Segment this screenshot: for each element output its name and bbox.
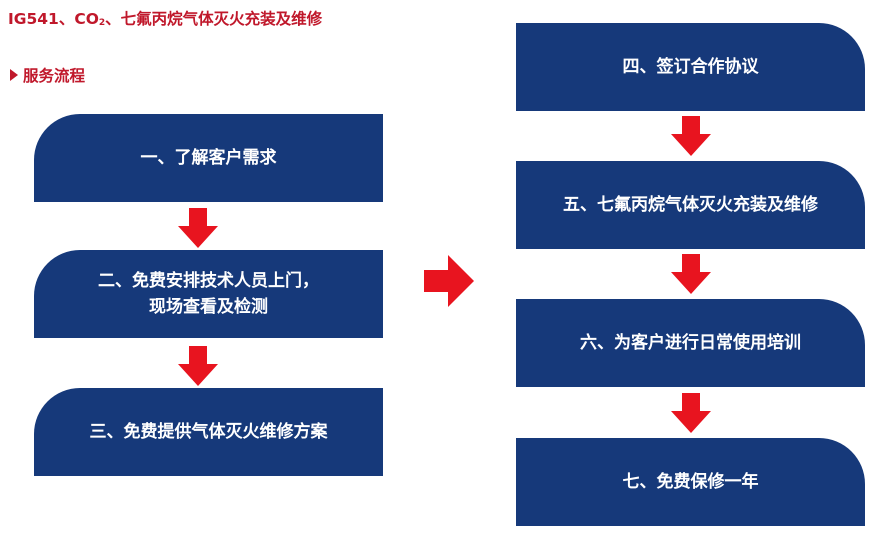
arrow-down-icon <box>671 393 711 433</box>
step-5-box: 五、七氟丙烷气体灭火充装及维修 <box>516 161 865 249</box>
step-7-box: 七、免费保修一年 <box>516 438 865 526</box>
arrow-right-icon <box>424 255 474 307</box>
step-3-box: 三、免费提供气体灭火维修方案 <box>34 388 383 476</box>
arrow-down-icon <box>178 346 218 386</box>
section-heading: 服务流程 <box>10 64 85 86</box>
arrow-down-icon <box>178 208 218 248</box>
step-1-box: 一、了解客户需求 <box>34 114 383 202</box>
step-6-box: 六、为客户进行日常使用培训 <box>516 299 865 387</box>
page-title: IG541、CO2、七氟丙烷气体灭火充装及维修 <box>8 10 323 28</box>
arrow-down-icon <box>671 254 711 294</box>
arrow-down-icon <box>671 116 711 156</box>
step-4-box: 四、签订合作协议 <box>516 23 865 111</box>
triangle-bullet-icon <box>10 69 18 81</box>
step-2-box: 二、免费安排技术人员上门， 现场查看及检测 <box>34 250 383 338</box>
